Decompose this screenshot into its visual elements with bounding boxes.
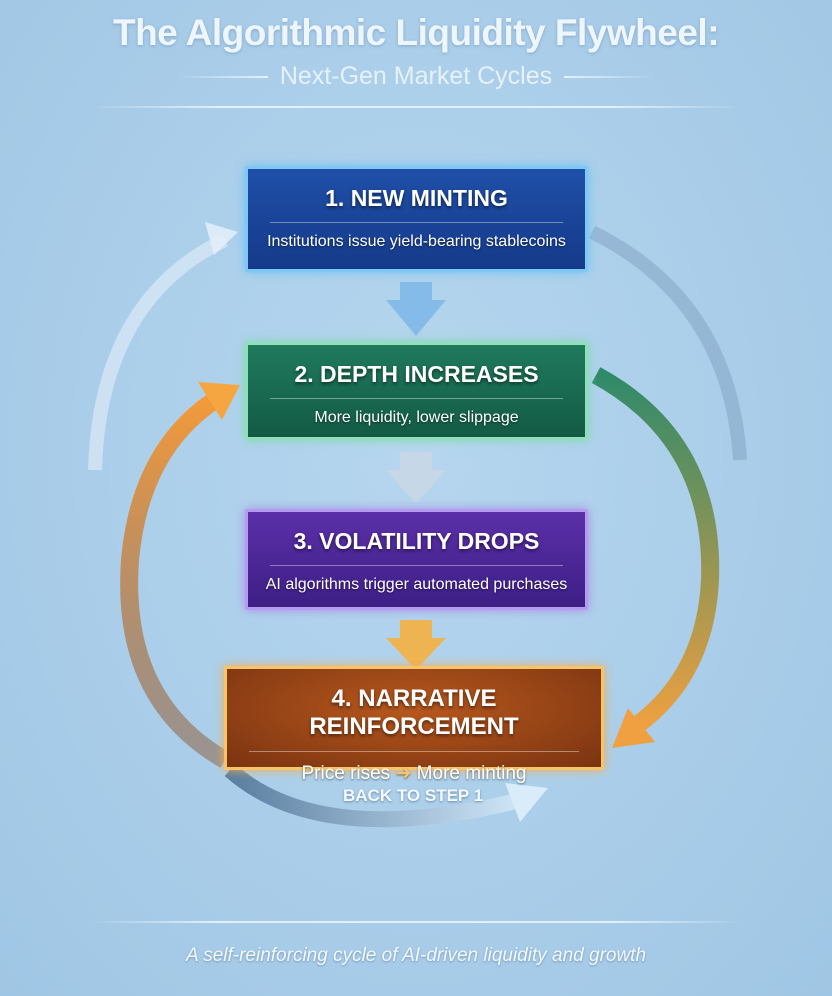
outer-left-arrowhead <box>205 222 238 255</box>
down-arrow-2-3 <box>386 452 446 504</box>
step-description: AI algorithms trigger automated purchase… <box>265 576 568 593</box>
back-arrowhead <box>505 783 548 822</box>
loop-label: BACK TO STEP 1 <box>343 786 484 805</box>
orange-arrowhead <box>198 382 240 420</box>
page-subtitle: Next-Gen Market Cycles <box>279 62 553 90</box>
divider <box>270 565 563 566</box>
step-3-volatility-drops: 3. VOLATILITY DROPS AI algorithms trigge… <box>245 509 588 610</box>
divider <box>270 222 563 223</box>
orange-arc <box>120 392 230 768</box>
right-arrow-icon: ➜ <box>395 763 412 784</box>
header-divider <box>90 106 742 108</box>
divider <box>177 75 268 78</box>
green-arc <box>591 367 720 738</box>
step-description: Price rises ➜ More minting <box>227 762 601 785</box>
step-title: 1. NEW MINTING <box>325 185 508 211</box>
subtitle-row: Next-Gen Market Cycles <box>0 62 832 91</box>
step-4-narrative-reinforcement: 4. NARRATIVE REINFORCEMENT Price rises ➜… <box>224 666 604 784</box>
down-arrow-1-2 <box>386 282 446 336</box>
footer-divider <box>90 921 742 923</box>
outer-left-arc <box>88 233 229 471</box>
down-arrow-3-4 <box>386 620 446 670</box>
description-right: More minting <box>416 763 527 784</box>
step-title: 4. NARRATIVE REINFORCEMENT <box>309 685 519 740</box>
step-title: 2. DEPTH INCREASES <box>294 361 539 387</box>
step-1-new-minting: 1. NEW MINTING Institutions issue yield-… <box>245 166 588 272</box>
description-left: Price rises <box>301 763 391 784</box>
page-title: The Algorithmic Liquidity Flywheel: <box>112 12 720 53</box>
green-arrowhead <box>612 708 655 748</box>
step-description: Institutions issue yield-bearing stablec… <box>267 233 566 250</box>
step-description: More liquidity, lower slippage <box>314 409 519 426</box>
outer-right-arc <box>588 225 747 461</box>
back-arc <box>224 763 522 828</box>
footer-caption: A self-reinforcing cycle of AI-driven li… <box>185 945 647 966</box>
divider <box>270 398 563 399</box>
divider <box>249 751 579 752</box>
step-2-depth-increases: 2. DEPTH INCREASES More liquidity, lower… <box>245 342 588 440</box>
divider <box>564 75 655 78</box>
step-title: 3. VOLATILITY DROPS <box>293 528 540 554</box>
